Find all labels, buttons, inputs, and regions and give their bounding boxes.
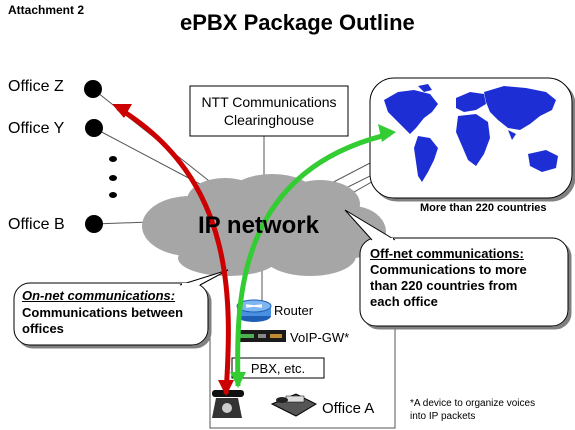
onnet-line1: Communications between [22, 305, 184, 320]
router-label: Router [274, 303, 314, 318]
onnet-title: On-net communications: [22, 288, 176, 303]
cloud-label: IP network [198, 212, 319, 239]
world-map [369, 77, 573, 199]
offnet-line2: than 220 countries from [370, 278, 518, 293]
page-title: ePBX Package Outline [180, 10, 415, 35]
pbx-box [231, 357, 325, 379]
voip-gw-label: VoIP-GW* [290, 330, 350, 345]
office-z-label: Office Z [8, 78, 64, 95]
clearinghouse-line2: Clearinghouse [223, 112, 315, 128]
world-caption: More than 220 countries [420, 202, 547, 214]
pbx-label: PBX, etc. [250, 361, 306, 376]
telephone-icon [212, 390, 244, 418]
offnet-line3: each office [370, 294, 438, 309]
fax-icon [270, 393, 318, 417]
clearinghouse-box [189, 85, 349, 137]
offnet-line1: Communications to more [370, 262, 527, 277]
office-y-label: Office Y [8, 120, 65, 137]
office-z-node [84, 80, 102, 98]
office-y-node [85, 119, 103, 137]
footnote-line1: *A device to organize voices [410, 398, 536, 409]
attachment-label: Attachment 2 [8, 3, 85, 17]
onnet-arrow [112, 104, 234, 396]
onnet-callout-box [13, 282, 209, 346]
voip-gw-icon [236, 330, 286, 342]
office-b-node [85, 215, 103, 233]
onnet-line2: offices [22, 321, 64, 336]
office-a-enclosure [209, 300, 396, 429]
offnet-callout-box [359, 237, 569, 327]
office-a-label: Office A [322, 400, 375, 417]
footnote-line2: into IP packets [410, 411, 476, 422]
router-icon [236, 299, 272, 322]
office-b-label: Office B [8, 216, 65, 233]
ellipsis-dots [109, 156, 117, 198]
clearinghouse-line1: NTT Communications [201, 94, 337, 110]
offnet-title: Off-net communications: [370, 246, 524, 261]
link-office-b [93, 221, 151, 225]
offnet-arrow [230, 124, 396, 388]
